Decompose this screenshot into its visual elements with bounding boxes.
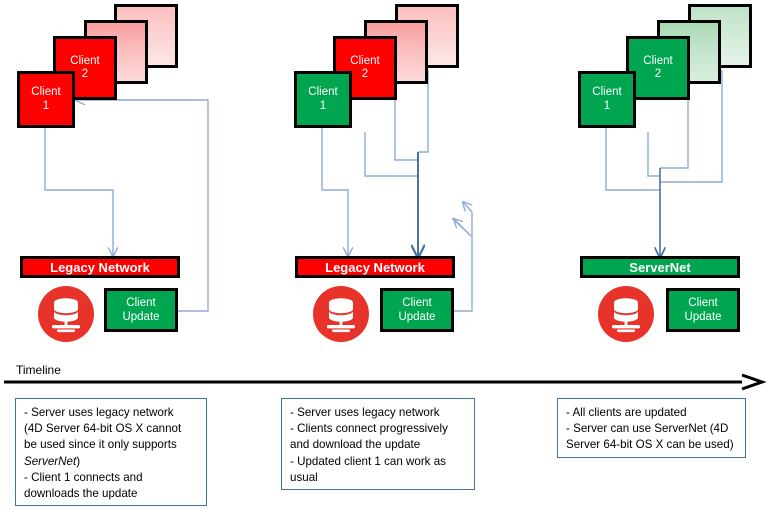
wire-p2-client1-to-network	[321, 127, 348, 256]
phase-1-note-line-3: be used since it only supports	[24, 438, 177, 452]
phase-1-note-italic-term: ServerNet	[24, 454, 77, 468]
phase-2-client-2-label-1: Client	[350, 54, 380, 67]
phase-3-client-1-label-2: 1	[603, 99, 611, 112]
wire-p3-client2-to-bus	[647, 132, 660, 177]
phase-2-note-line-4: - Updated client 1 can work as	[290, 454, 446, 468]
phase-2-client-2-label-2: 2	[361, 68, 369, 80]
wire-p3-client3-to-bus	[660, 100, 689, 169]
phase-3-update-label-1: Client	[688, 297, 718, 309]
phase-1-client-1-label-1: Client	[31, 86, 61, 98]
phase-2-client-1-box[interactable]: Client 1	[294, 71, 352, 128]
phase-2-note-line-2: - Clients connect progressively	[290, 422, 448, 436]
phase-1-client-1-box[interactable]: Client 1	[17, 71, 75, 128]
wire-p2-client3-to-bus	[394, 100, 418, 161]
phase-1-note-line-5: - Client 1 connects and	[24, 470, 143, 484]
wire-p2-update-downloads	[451, 202, 473, 312]
phase-2-update-label-1: Client	[402, 297, 432, 309]
phase-3-client-1-box[interactable]: Client 1	[578, 71, 636, 128]
wire-p1-client1-to-network	[44, 127, 113, 256]
phase-2-note-line-3: and download the update	[290, 438, 421, 452]
phase-1-network-bar[interactable]: Legacy Network	[20, 256, 180, 278]
phase-3-note-line-1: - All clients are updated	[566, 406, 687, 419]
phase-2-note-line-5: usual	[290, 470, 318, 484]
wire-p2-client2-to-bus	[364, 132, 418, 177]
phase-1-note-line-1: - Server uses legacy network	[24, 406, 174, 419]
phase-3-network-bar[interactable]: ServerNet	[580, 256, 740, 278]
wire-p3-client4-to-bus	[660, 70, 723, 183]
phase-3-network-label: ServerNet	[629, 259, 691, 275]
phase-3-database-icon	[598, 286, 654, 342]
phase-1-database-icon	[38, 286, 94, 342]
phase-3-note-line-3: Server 64-bit OS X can be used)	[566, 438, 734, 452]
phase-3-client-2-label-2: 2	[654, 68, 662, 80]
phase-1-note: - Server uses legacy network (4D Server …	[15, 398, 207, 506]
phase-1-note-line-2: (4D Server 64-bit OS X cannot	[24, 422, 182, 436]
phase-3-client-update-box[interactable]: Client Update	[666, 288, 740, 332]
phase-2-note-line-1: - Server uses legacy network	[290, 406, 440, 419]
phase-1-note-line-4: ServerNet)	[24, 454, 81, 468]
wire-p1-update-to-client1	[76, 100, 209, 312]
phase-2-client-1-label-1: Client	[308, 86, 338, 98]
phase-2-network-label: Legacy Network	[325, 259, 425, 275]
phase-2-update-label-2: Update	[398, 311, 436, 323]
timeline-arrow	[4, 373, 767, 391]
phase-3-client-2-box[interactable]: Client 2	[626, 36, 690, 100]
phase-2-client-1-label-2: 1	[319, 99, 327, 112]
phase-1-network-label: Legacy Network	[50, 259, 150, 275]
phase-2-database-icon	[313, 286, 369, 342]
phase-1-update-label-2: Update	[122, 311, 160, 323]
phase-1-client-update-box[interactable]: Client Update	[104, 288, 178, 332]
phase-1-client-2-label-2: 2	[81, 68, 89, 80]
phase-3-note: - All clients are updated - Server can u…	[557, 398, 746, 458]
phase-1-update-label-1: Client	[126, 297, 156, 309]
phase-1-client-1-label-2: 1	[42, 99, 50, 112]
phase-3-client-2-label-1: Client	[643, 54, 673, 67]
wire-p3-client1-to-bus	[605, 127, 660, 191]
phase-1-note-line-6: downloads the update	[24, 487, 138, 501]
timeline-label: Timeline	[16, 363, 61, 377]
wire-p2-client4-to-bus	[418, 70, 429, 153]
phase-2-note: - Server uses legacy network - Clients c…	[281, 398, 475, 490]
phase-3-note-line-2: - Server can use ServerNet (4D	[566, 422, 729, 436]
phase-2-client-update-box[interactable]: Client Update	[380, 288, 454, 332]
phase-2-network-bar[interactable]: Legacy Network	[295, 256, 455, 278]
phase-3-update-label-2: Update	[684, 311, 722, 323]
phase-3-client-1-label-1: Client	[592, 86, 622, 98]
phase-1-client-2-label-1: Client	[70, 54, 100, 67]
